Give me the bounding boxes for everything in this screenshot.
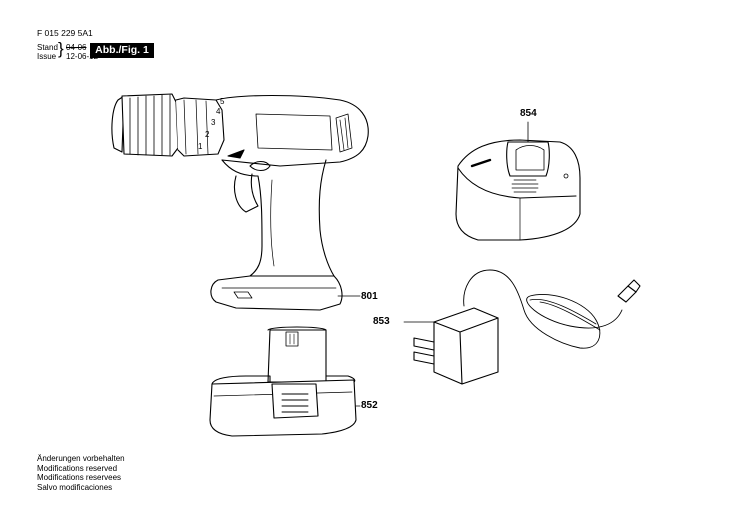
note-en: Modifications reserved bbox=[37, 463, 118, 473]
issue-label: Issue bbox=[37, 52, 57, 61]
stand-label: Stand bbox=[37, 43, 58, 52]
callout-801: 801 bbox=[361, 291, 378, 302]
drill-illustration bbox=[111, 93, 369, 311]
note-es: Salvo modificaciones bbox=[37, 482, 113, 492]
figure-label: Abb./Fig. 1 bbox=[90, 43, 154, 58]
plug-adapter-illustration bbox=[413, 269, 641, 385]
note-fr: Modifications reservees bbox=[37, 473, 122, 482]
issue-date: 12-06-12 bbox=[66, 52, 99, 61]
torque-number-5: 5 bbox=[220, 97, 225, 106]
torque-number-1: 1 bbox=[198, 142, 203, 151]
stand-date: 04-06 bbox=[66, 43, 87, 52]
torque-number-2: 2 bbox=[205, 130, 210, 139]
torque-number-3: 3 bbox=[211, 118, 216, 127]
torque-number-4: 4 bbox=[216, 107, 221, 116]
header-brace: } bbox=[58, 39, 64, 58]
note-de: Änderungen vorbehalten bbox=[37, 454, 125, 463]
battery-illustration bbox=[209, 326, 357, 437]
callout-852: 852 bbox=[361, 400, 378, 411]
document-number: F 015 229 5A1 bbox=[37, 28, 93, 38]
callout-853: 853 bbox=[373, 316, 390, 327]
callout-854: 854 bbox=[520, 108, 537, 119]
footer-notes: Änderungen vorbehalten Modifications res… bbox=[37, 454, 125, 492]
charger-base-illustration bbox=[455, 139, 581, 241]
